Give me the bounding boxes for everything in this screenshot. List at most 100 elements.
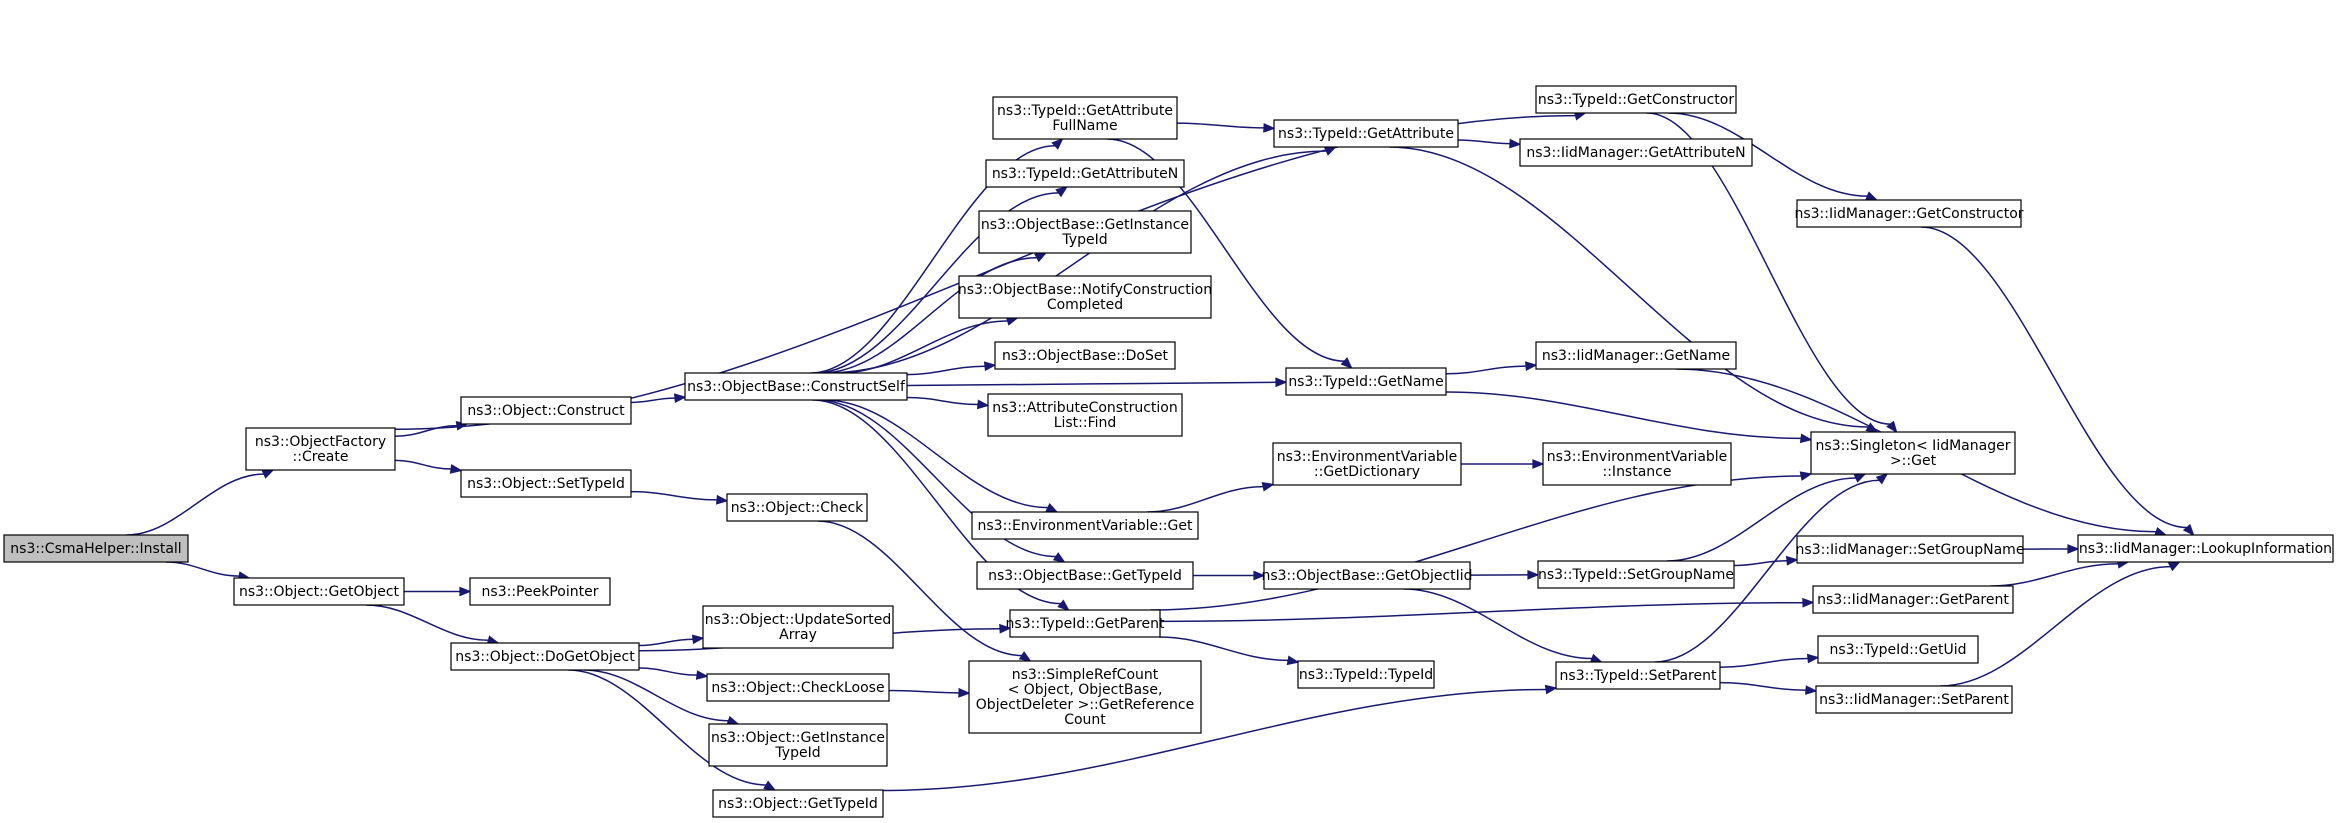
edge-line [630, 397, 676, 404]
edge-arrowhead [1261, 481, 1275, 492]
node-ob_notifyconstruction[interactable]: ns3::ObjectBase::NotifyConstructionCompl… [958, 275, 1212, 319]
node-iid_setparent[interactable]: ns3::IidManager::SetParent [1815, 685, 2013, 714]
node-iid_getconstructor[interactable]: ns3::IidManager::GetConstructor [1794, 199, 2024, 228]
node-label: ns3::Object::Construct [467, 403, 625, 419]
node-iid_lookupinfo[interactable]: ns3::IidManager::LookupInformation [2077, 534, 2334, 563]
edge-ob_constructself-to-acl_find [906, 396, 990, 410]
edge-arrowhead [715, 494, 729, 505]
node-label: Array [779, 627, 817, 643]
node-tid_getname[interactable]: ns3::TypeId::GetName [1285, 367, 1447, 396]
edge-line [166, 561, 240, 577]
edge-arrowhead [999, 623, 1012, 634]
node-env_getdictionary[interactable]: ns3::EnvironmentVariable::GetDictionary [1272, 442, 1462, 486]
node-env_get[interactable]: ns3::EnvironmentVariable::Get [971, 511, 1199, 540]
node-iid_getparent[interactable]: ns3::IidManager::GetParent [1812, 585, 2014, 614]
node-label: ns3::EnvironmentVariable::Get [978, 518, 1193, 534]
edge-iid_getparent-to-iid_lookupinfo [1990, 559, 2130, 587]
edge-env_getdictionary-to-env_instance [1460, 459, 1545, 469]
edge-line [365, 604, 489, 641]
node-ob_constructself[interactable]: ns3::ObjectBase::ConstructSelf [684, 372, 908, 401]
node-box [1273, 119, 1459, 148]
node-obj_checkloose[interactable]: ns3::Object::CheckLoose [706, 673, 890, 702]
node-iid_setgroupname[interactable]: ns3::IidManager::SetGroupName [1796, 535, 2025, 564]
node-tid_getattributen[interactable]: ns3::TypeId::GetAttributeN [985, 159, 1185, 188]
node-simplerefcount[interactable]: ns3::SimpleRefCount< Object, ObjectBase,… [968, 660, 1202, 734]
node-tid_typeid[interactable]: ns3::TypeId::TypeId [1297, 660, 1435, 689]
node-label: ns3::TypeId::GetAttributeN [992, 166, 1178, 182]
edge-arrowhead [1802, 597, 1815, 608]
node-box [702, 605, 894, 649]
edge-iid_setparent-to-iid_lookupinfo [1940, 561, 2181, 687]
node-obj_getobject[interactable]: ns3::Object::GetObject [233, 577, 405, 606]
node-label: ObjectDeleter >::GetReference [976, 697, 1194, 713]
edge-obj_dogetobject-to-obj_checkloose [638, 667, 709, 680]
node-box [1810, 431, 2016, 475]
node-obj_settypeid[interactable]: ns3::Object::SetTypeId [460, 469, 632, 498]
edge-arrowhead [1018, 651, 1032, 662]
edge-arrowhead [763, 780, 777, 791]
edge-line [1146, 485, 1264, 513]
edge-line [824, 399, 1048, 509]
node-peekpointer[interactable]: ns3::PeekPointer [469, 577, 611, 606]
node-box [978, 210, 1192, 254]
edge-arrowhead [958, 687, 971, 698]
edge-ob_gettypeid-to-ob_getobjectiid [1193, 570, 1266, 581]
edge-arrowhead [2067, 544, 2080, 554]
node-label: ns3::Singleton< IidManager [1816, 438, 2011, 454]
edge-obj_check-to-simplerefcount [817, 520, 1032, 662]
node-iid_getattributen[interactable]: ns3::IidManager::GetAttributeN [1519, 138, 1753, 167]
node-tid_getparent[interactable]: ns3::TypeId::GetParent [1006, 609, 1165, 638]
node-obj_construct[interactable]: ns3::Object::Construct [460, 396, 632, 425]
node-singleton_get[interactable]: ns3::Singleton< IidManager>::Get [1810, 431, 2016, 475]
node-box [706, 673, 890, 702]
node-iid_getname[interactable]: ns3::IidManager::GetName [1535, 341, 1737, 370]
node-obj_check[interactable]: ns3::Object::Check [726, 493, 868, 522]
node-box [469, 577, 611, 606]
node-install[interactable]: ns3::CsmaHelper::Install [3, 534, 189, 563]
edge-iid_setgroupname-to-iid_lookupinfo [2022, 544, 2080, 554]
edge-arrowhead [1589, 653, 1603, 663]
node-label: ns3::TypeId::GetUid [1829, 642, 1966, 658]
edge-ob_constructself-to-ob_doset [906, 361, 997, 376]
node-ob_gettypeid[interactable]: ns3::ObjectBase::GetTypeId [976, 561, 1194, 590]
node-label: ns3::IidManager::SetParent [1819, 692, 2009, 708]
node-ob_doset[interactable]: ns3::ObjectBase::DoSet [994, 341, 1176, 370]
node-box [1812, 585, 2014, 614]
node-tid_setgroupname[interactable]: ns3::TypeId::SetGroupName [1537, 560, 1735, 589]
edge-obj_construct-to-ob_constructself [630, 393, 687, 404]
node-tid_setparent[interactable]: ns3::TypeId::SetParent [1555, 661, 1721, 690]
node-box [712, 789, 884, 818]
edge-line [638, 667, 698, 676]
node-env_instance[interactable]: ns3::EnvironmentVariable::Instance [1542, 442, 1732, 486]
edge-ob_constructself-to-ob_gettypeid [816, 399, 1066, 563]
node-tid_getconstructor[interactable]: ns3::TypeId::GetConstructor [1535, 85, 1737, 114]
node-tid_getattribute[interactable]: ns3::TypeId::GetAttribute [1273, 119, 1459, 148]
node-obj_gettypeid[interactable]: ns3::Object::GetTypeId [712, 789, 884, 818]
edge-tid_getparent-to-iid_getparent [1159, 597, 1815, 623]
node-label: ns3::IidManager::GetConstructor [1794, 206, 2023, 222]
edge-tid_getattrfullname-to-tid_getname [1107, 138, 1353, 370]
edge-tid_setparent-to-iid_setparent [1719, 681, 1818, 695]
edge-install-to-of_create [126, 469, 275, 536]
node-box [1555, 661, 1721, 690]
node-ob_getobjectiid[interactable]: ns3::ObjectBase::GetObjectIid [1261, 561, 1473, 590]
node-label: Count [1064, 712, 1106, 728]
edge-line [1990, 562, 2119, 587]
edge-line [1654, 479, 1880, 663]
edge-line [810, 145, 1056, 374]
edge-line [812, 399, 1061, 605]
edge-line [638, 638, 694, 647]
node-label: ::GetDictionary [1314, 464, 1420, 480]
edge-line [906, 381, 1277, 387]
edge-arrowhead [1799, 433, 1813, 444]
node-tid_getuid[interactable]: ns3::TypeId::GetUid [1817, 635, 1979, 664]
node-obj_dogetobject[interactable]: ns3::Object::DoGetObject [450, 642, 640, 671]
node-of_create[interactable]: ns3::ObjectFactory::Create [245, 427, 396, 471]
node-label: ns3::ObjectBase::ConstructSelf [687, 379, 906, 395]
node-box [968, 660, 1202, 734]
